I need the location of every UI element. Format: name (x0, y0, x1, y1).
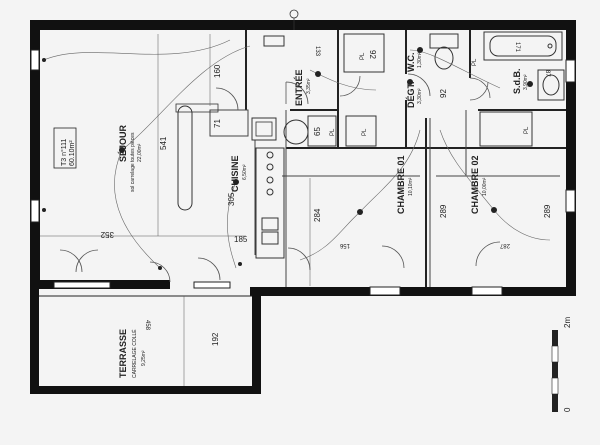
scale-label: 2m (563, 317, 572, 328)
scale-zero: 0 (563, 407, 572, 412)
apartment-area: 60.10m² (69, 140, 76, 166)
room-terrasse-name: TERRASSE (118, 329, 128, 378)
light-points (42, 47, 533, 270)
dim-305: 305 (227, 192, 236, 206)
terrace-walls (30, 289, 261, 394)
dim-284: 284 (313, 208, 322, 222)
apartment-info-box (53, 127, 77, 169)
dim-287: 287 (499, 242, 510, 248)
dim-92b: 92 (368, 50, 377, 59)
dim-289b: 289 (543, 204, 552, 218)
room-chambre1-name: CHAMBRE 01 (396, 155, 406, 214)
bathtub (483, 31, 563, 61)
scale-bar (551, 330, 559, 412)
interior-walls (245, 30, 566, 287)
room-degt-area: 3,30m² (417, 88, 423, 104)
dim-65: 65 (313, 127, 322, 136)
room-sejour-area: 22,00m² (137, 143, 143, 162)
fixture-pl-5: PL (472, 58, 478, 66)
dim-185: 185 (234, 235, 248, 244)
entrance-marker (289, 9, 299, 30)
dim-92: 92 (439, 89, 448, 98)
dim-133: 133 (314, 46, 320, 57)
dim-71: 71 (213, 119, 222, 128)
room-sejour-name: SÉJOUR (118, 124, 128, 162)
dim-156: 156 (339, 242, 350, 248)
room-wc-name: W.C. (406, 53, 416, 73)
fixture-pl-1: PL (360, 52, 366, 60)
room-wc-area: 1,30m² (417, 52, 423, 68)
fixture-pl-3: PL (362, 128, 368, 136)
dim-87: 87 (544, 70, 550, 77)
cupboards (263, 33, 533, 147)
room-chambre2-name: CHAMBRE 02 (470, 155, 480, 214)
room-sdb-area: 3,90m² (523, 74, 529, 90)
dim-160: 160 (213, 64, 222, 78)
room-sejour-note: sol carrelage toutes pièces (130, 132, 136, 192)
room-chambre2-area: 10,00m² (482, 177, 488, 196)
doors (59, 73, 501, 283)
room-terrasse-area: 9,25m² (141, 350, 147, 366)
room-cuisine-name: CUISINE (230, 155, 240, 192)
dim-352: 352 (100, 230, 114, 239)
living-partition (177, 105, 193, 211)
fixture-pl-4: PL (524, 126, 530, 134)
room-cuisine-area: 6,50m² (242, 164, 248, 180)
room-sdb-name: S.d.B. (512, 68, 522, 94)
thin-walls (209, 109, 560, 287)
fridge (251, 117, 277, 141)
washbasin (537, 69, 565, 101)
room-entree-name: ENTRÉE (294, 69, 304, 106)
toilet (429, 33, 459, 70)
kitchen-counter (255, 147, 285, 259)
dim-289a: 289 (439, 204, 448, 218)
room-terrasse-note: CARRELAGE COLLÉ (131, 329, 138, 378)
room-degt-name: DÉGT. (406, 81, 416, 108)
room-chambre1-area: 10,10m² (408, 177, 414, 196)
dim-192: 192 (211, 332, 220, 346)
dim-458: 458 (144, 320, 150, 331)
fixture-pl-2: PL (330, 128, 336, 136)
room-entree-area: 3,35m² (306, 78, 312, 94)
dim-171: 171 (514, 42, 520, 53)
dimension-lines (40, 34, 311, 386)
dim-541: 541 (159, 136, 168, 150)
windows (30, 49, 576, 296)
apartment-type: T3 n°111 (60, 138, 68, 166)
